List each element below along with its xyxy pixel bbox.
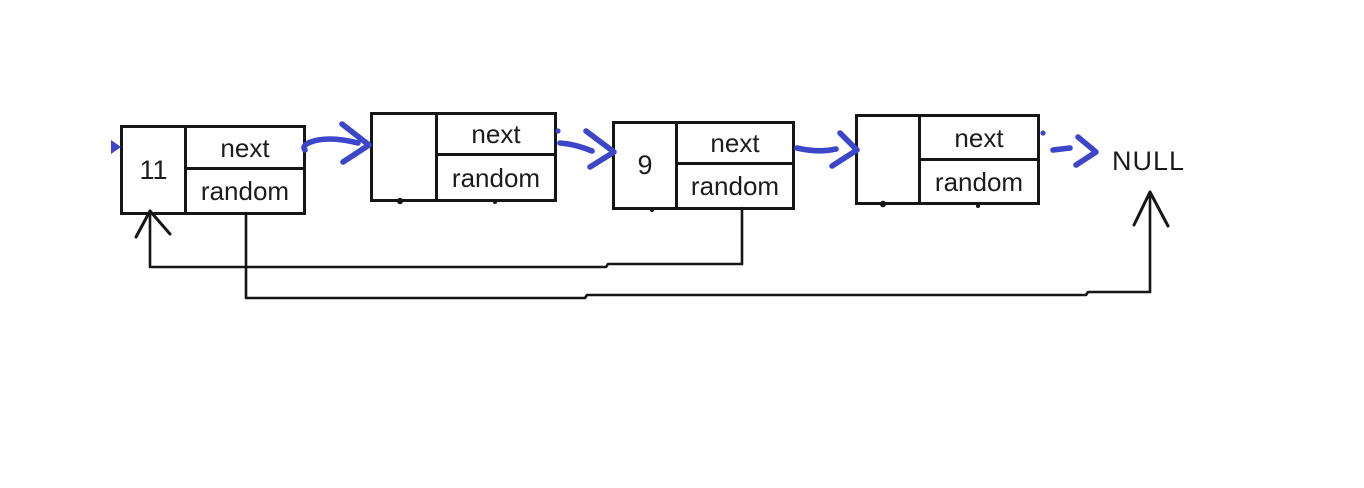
next-arrow-3-to-4 bbox=[794, 145, 839, 154]
node-4-pointer-cells: next random bbox=[921, 117, 1037, 202]
next-arrow-1-to-2-head-icon bbox=[339, 121, 372, 165]
node-1-pointer-cells: next random bbox=[187, 128, 303, 212]
node-4-next-cell: next bbox=[921, 117, 1037, 161]
next-arrow-2-to-3-head-icon bbox=[583, 128, 617, 170]
random-arrow-3-to-1 bbox=[148, 206, 744, 269]
node-1-random-cell: random bbox=[200, 176, 290, 206]
node-2-random-cell: random bbox=[451, 162, 541, 193]
pen-speck bbox=[1040, 130, 1046, 136]
node-3-next-cell: next bbox=[678, 124, 792, 165]
random-arrow-1-to-null-arrowhead-icon bbox=[1132, 190, 1170, 228]
next-arrow-4-to-null-dash bbox=[1050, 145, 1073, 153]
node-1-value: 11 bbox=[123, 128, 187, 212]
node-3-value: 9 bbox=[615, 124, 678, 207]
node-3-random-cell: random bbox=[690, 171, 780, 201]
node-3-pointer-cells: next random bbox=[678, 124, 792, 207]
list-node-2: next random bbox=[370, 112, 557, 202]
node-4-value bbox=[858, 117, 921, 202]
list-node-1: 11 next random bbox=[120, 125, 306, 215]
node-4-random-cell: random bbox=[934, 166, 1024, 197]
node-2-value bbox=[373, 115, 438, 199]
node-1-next-cell: next bbox=[187, 128, 303, 170]
list-node-4: next random bbox=[855, 114, 1040, 205]
node-2-pointer-cells: next random bbox=[438, 115, 554, 199]
next-arrow-1-to-2 bbox=[301, 136, 361, 153]
null-label: NULL bbox=[1112, 146, 1186, 176]
next-arrow-2-to-3 bbox=[557, 140, 595, 154]
next-arrow-3-to-4-head-icon bbox=[829, 130, 860, 169]
list-node-3: 9 next random bbox=[612, 121, 795, 210]
node-2-next-cell: next bbox=[438, 115, 554, 156]
next-arrow-4-to-null-head-icon bbox=[1073, 134, 1099, 168]
